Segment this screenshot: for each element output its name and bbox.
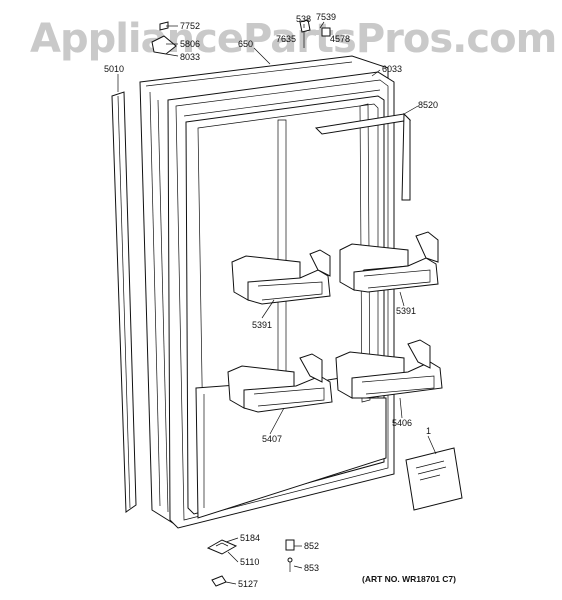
top-trim-8520 — [314, 112, 412, 201]
art-number: (ART NO. WR18701 C7) — [362, 574, 456, 584]
leader-lines — [117, 21, 437, 585]
watermark: AppliancePartsPros.com — [30, 16, 556, 62]
label-8520: 8520 — [418, 100, 438, 110]
label-8033: 8033 — [180, 52, 200, 62]
label-5406: 5406 — [392, 418, 412, 428]
label-5407: 5407 — [262, 434, 282, 444]
label-5184: 5184 — [240, 533, 260, 543]
label-5391-left: 5391 — [252, 320, 272, 330]
label-5110: 5110 — [240, 557, 259, 567]
label-5806: 5806 — [180, 39, 200, 49]
label-4578: 4578 — [330, 34, 350, 44]
label-5010: 5010 — [104, 64, 124, 74]
shelf-5406 — [335, 339, 443, 399]
side-strip-5010 — [111, 91, 137, 513]
shelf-5391-right — [339, 231, 439, 293]
label-852: 852 — [304, 541, 319, 551]
label-7635: 7635 — [276, 34, 296, 44]
label-5391-right: 5391 — [396, 306, 416, 316]
bottom-hinge-hardware — [206, 539, 295, 587]
label-650: 650 — [238, 39, 253, 49]
label-1: 1 — [426, 426, 431, 436]
label-5127: 5127 — [238, 579, 258, 589]
label-538: 538 — [296, 14, 311, 24]
label-7539: 7539 — [316, 12, 336, 22]
label-6033: 6033 — [382, 64, 402, 74]
top-hinge-hardware — [151, 19, 331, 55]
label-7752: 7752 — [180, 21, 200, 31]
label-853: 853 — [304, 563, 319, 573]
manual-booklet — [405, 447, 463, 511]
shelf-5407 — [227, 353, 333, 413]
shelf-5391-left — [231, 249, 331, 305]
